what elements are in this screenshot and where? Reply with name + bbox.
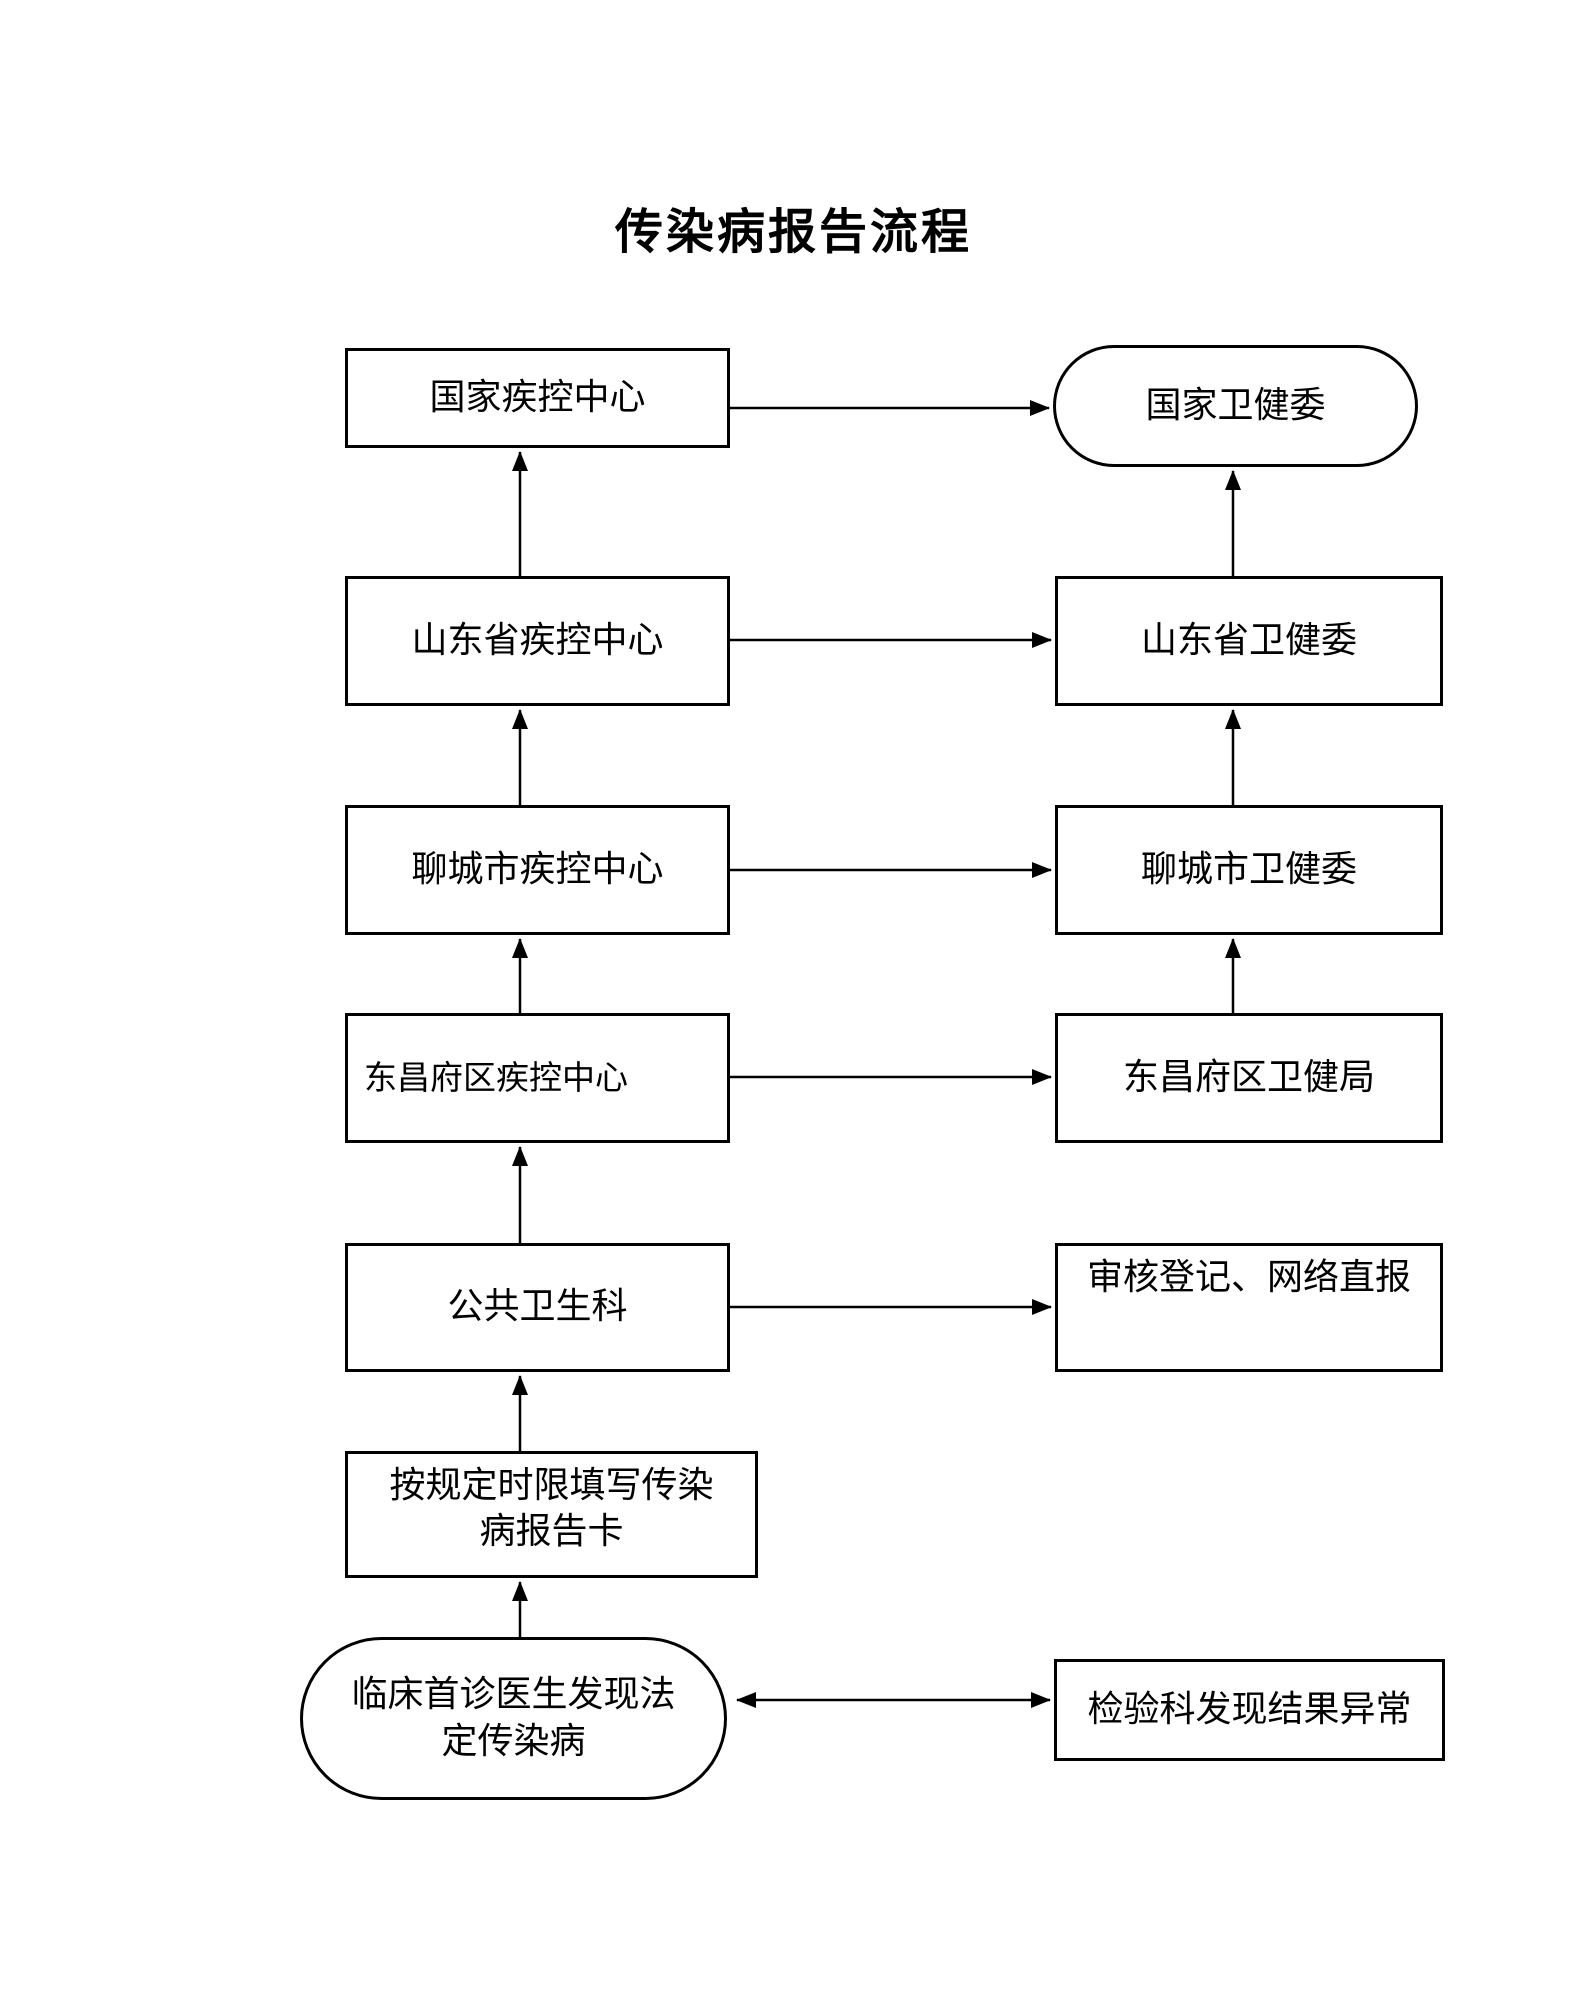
node-liaocheng-cdc-label: 聊城市疾控中心 bbox=[411, 848, 664, 890]
node-public-health-dept-label: 公共卫生科 bbox=[447, 1286, 628, 1328]
node-public-health-dept: 公共卫生科 bbox=[345, 1243, 730, 1372]
node-audit-network-report-label: 审核登记、网络直报 bbox=[1086, 1257, 1411, 1298]
node-shandong-cdc: 山东省疾控中心 bbox=[345, 576, 730, 706]
node-shandong-cdc-label: 山东省疾控中心 bbox=[411, 619, 664, 661]
node-national-cdc: 国家疾控中心 bbox=[345, 348, 730, 448]
node-shandong-health-commission-label: 山东省卫健委 bbox=[1140, 619, 1357, 661]
node-first-visit-clinician: 临床首诊医生发现法 定传染病 bbox=[300, 1637, 727, 1800]
node-fill-report-card: 按规定时限填写传染 病报告卡 bbox=[345, 1451, 758, 1578]
node-dongchangfu-cdc-label: 东昌府区疾控中心 bbox=[364, 1057, 628, 1097]
node-dongchangfu-health-bureau-label: 东昌府区卫健局 bbox=[1122, 1056, 1375, 1098]
node-national-health-commission-label: 国家卫健委 bbox=[1145, 384, 1326, 426]
node-dongchangfu-health-bureau: 东昌府区卫健局 bbox=[1055, 1013, 1443, 1143]
page-title: 传染病报告流程 bbox=[614, 204, 972, 260]
node-dongchangfu-cdc: 东昌府区疾控中心 bbox=[345, 1013, 730, 1143]
node-fill-report-card-label: 按规定时限填写传染 病报告卡 bbox=[389, 1465, 714, 1553]
node-liaocheng-health-commission-label: 聊城市卫健委 bbox=[1140, 848, 1357, 890]
node-audit-network-report: 审核登记、网络直报 bbox=[1055, 1243, 1443, 1372]
node-national-cdc-label: 国家疾控中心 bbox=[429, 376, 646, 418]
node-shandong-health-commission: 山东省卫健委 bbox=[1055, 576, 1443, 706]
node-national-health-commission: 国家卫健委 bbox=[1053, 345, 1418, 467]
node-liaocheng-cdc: 聊城市疾控中心 bbox=[345, 805, 730, 935]
node-lab-abnormal-result-label: 检验科发现结果异常 bbox=[1087, 1688, 1412, 1730]
node-first-visit-clinician-label: 临床首诊医生发现法 定传染病 bbox=[351, 1674, 676, 1762]
node-lab-abnormal-result: 检验科发现结果异常 bbox=[1054, 1659, 1445, 1761]
node-liaocheng-health-commission: 聊城市卫健委 bbox=[1055, 805, 1443, 935]
